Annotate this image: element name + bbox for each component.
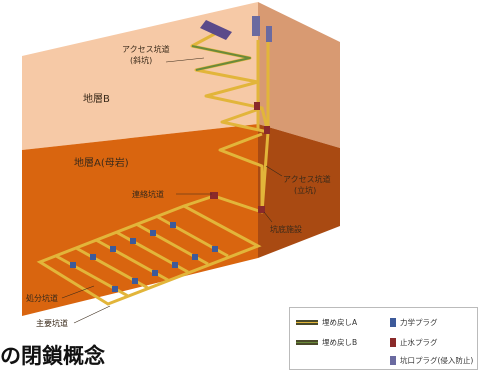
access-tunnels	[183, 28, 270, 214]
legend-line-swatch	[296, 320, 318, 325]
mechanical-plug	[70, 262, 76, 268]
legend-square-swatch	[390, 318, 396, 327]
layer-b-side	[258, 2, 340, 148]
legend-label: 埋め戻しB	[322, 338, 358, 347]
mechanical-plug	[90, 254, 96, 260]
layer-a-front	[22, 124, 258, 316]
leader-lines	[61, 57, 283, 324]
entrance-plug	[266, 26, 272, 42]
caption: の閉鎖概念	[0, 344, 105, 368]
legend-square-swatch	[390, 338, 396, 347]
legend-item: 埋め戻しB	[296, 337, 357, 348]
mechanical-plug	[130, 238, 136, 244]
label-access-incline: アクセス坑道 (斜坑)	[122, 44, 172, 65]
entrance-plug	[200, 20, 232, 40]
entrance-plugs	[200, 16, 272, 42]
legend: 埋め戻しA 埋め戻しB 力学プラグ止水プラグ坑口プラグ(侵入防止)	[289, 307, 478, 370]
entrance-plug	[252, 16, 260, 36]
mechanical-plug	[110, 246, 116, 252]
mechanical-plug	[192, 254, 198, 260]
legend-item: 坑口プラグ(侵入防止)	[390, 355, 473, 366]
legend-label: 坑口プラグ(侵入防止)	[400, 356, 474, 365]
sealing-plugs	[210, 102, 270, 213]
sealing-plug	[264, 126, 270, 134]
disposal-panel	[36, 204, 262, 306]
label-access-shaft-1: アクセス坑道	[283, 174, 331, 184]
mechanical-plugs	[70, 222, 218, 292]
connecting-tunnel	[183, 132, 264, 214]
legend-label: 力学プラグ	[400, 318, 438, 327]
sealing-plug	[254, 102, 260, 110]
sealing-plug	[210, 192, 218, 199]
legend-square-swatch	[390, 356, 396, 365]
legend-item: 力学プラグ	[390, 317, 438, 328]
legend-label: 止水プラグ	[400, 338, 438, 347]
label-access-incline-2: (斜坑)	[130, 55, 152, 65]
mechanical-plug	[212, 246, 218, 252]
layer-a-side	[258, 124, 340, 258]
legend-item: 止水プラグ	[390, 337, 438, 348]
shaft-loop	[220, 106, 270, 213]
label-layer-b: 地層B	[83, 92, 110, 105]
mechanical-plug	[152, 270, 158, 276]
legend-item: 埋め戻しA	[296, 317, 357, 328]
mechanical-plug	[170, 222, 176, 228]
label-shaft-bottom: 坑底施設	[270, 224, 302, 234]
mechanical-plug	[112, 286, 118, 292]
mechanical-plug	[172, 262, 178, 268]
label-access-shaft: アクセス坑道 (立坑)	[283, 174, 333, 195]
label-disposal-tunnel: 処分坑道	[26, 293, 58, 303]
label-layer-a: 地層A(母岩)	[74, 156, 129, 169]
label-connecting-tunnel: 連絡坑道	[132, 189, 164, 199]
mechanical-plug	[132, 278, 138, 284]
label-access-incline-1: アクセス坑道	[122, 44, 170, 54]
mechanical-plug	[150, 230, 156, 236]
label-access-shaft-2: (立坑)	[294, 185, 316, 195]
legend-line-swatch	[296, 340, 318, 345]
label-main-tunnel: 主要坑道	[36, 318, 68, 328]
legend-label: 埋め戻しA	[322, 318, 358, 327]
sealing-plug	[258, 206, 265, 213]
layer-b-front	[22, 2, 258, 150]
incline-green	[191, 45, 251, 71]
